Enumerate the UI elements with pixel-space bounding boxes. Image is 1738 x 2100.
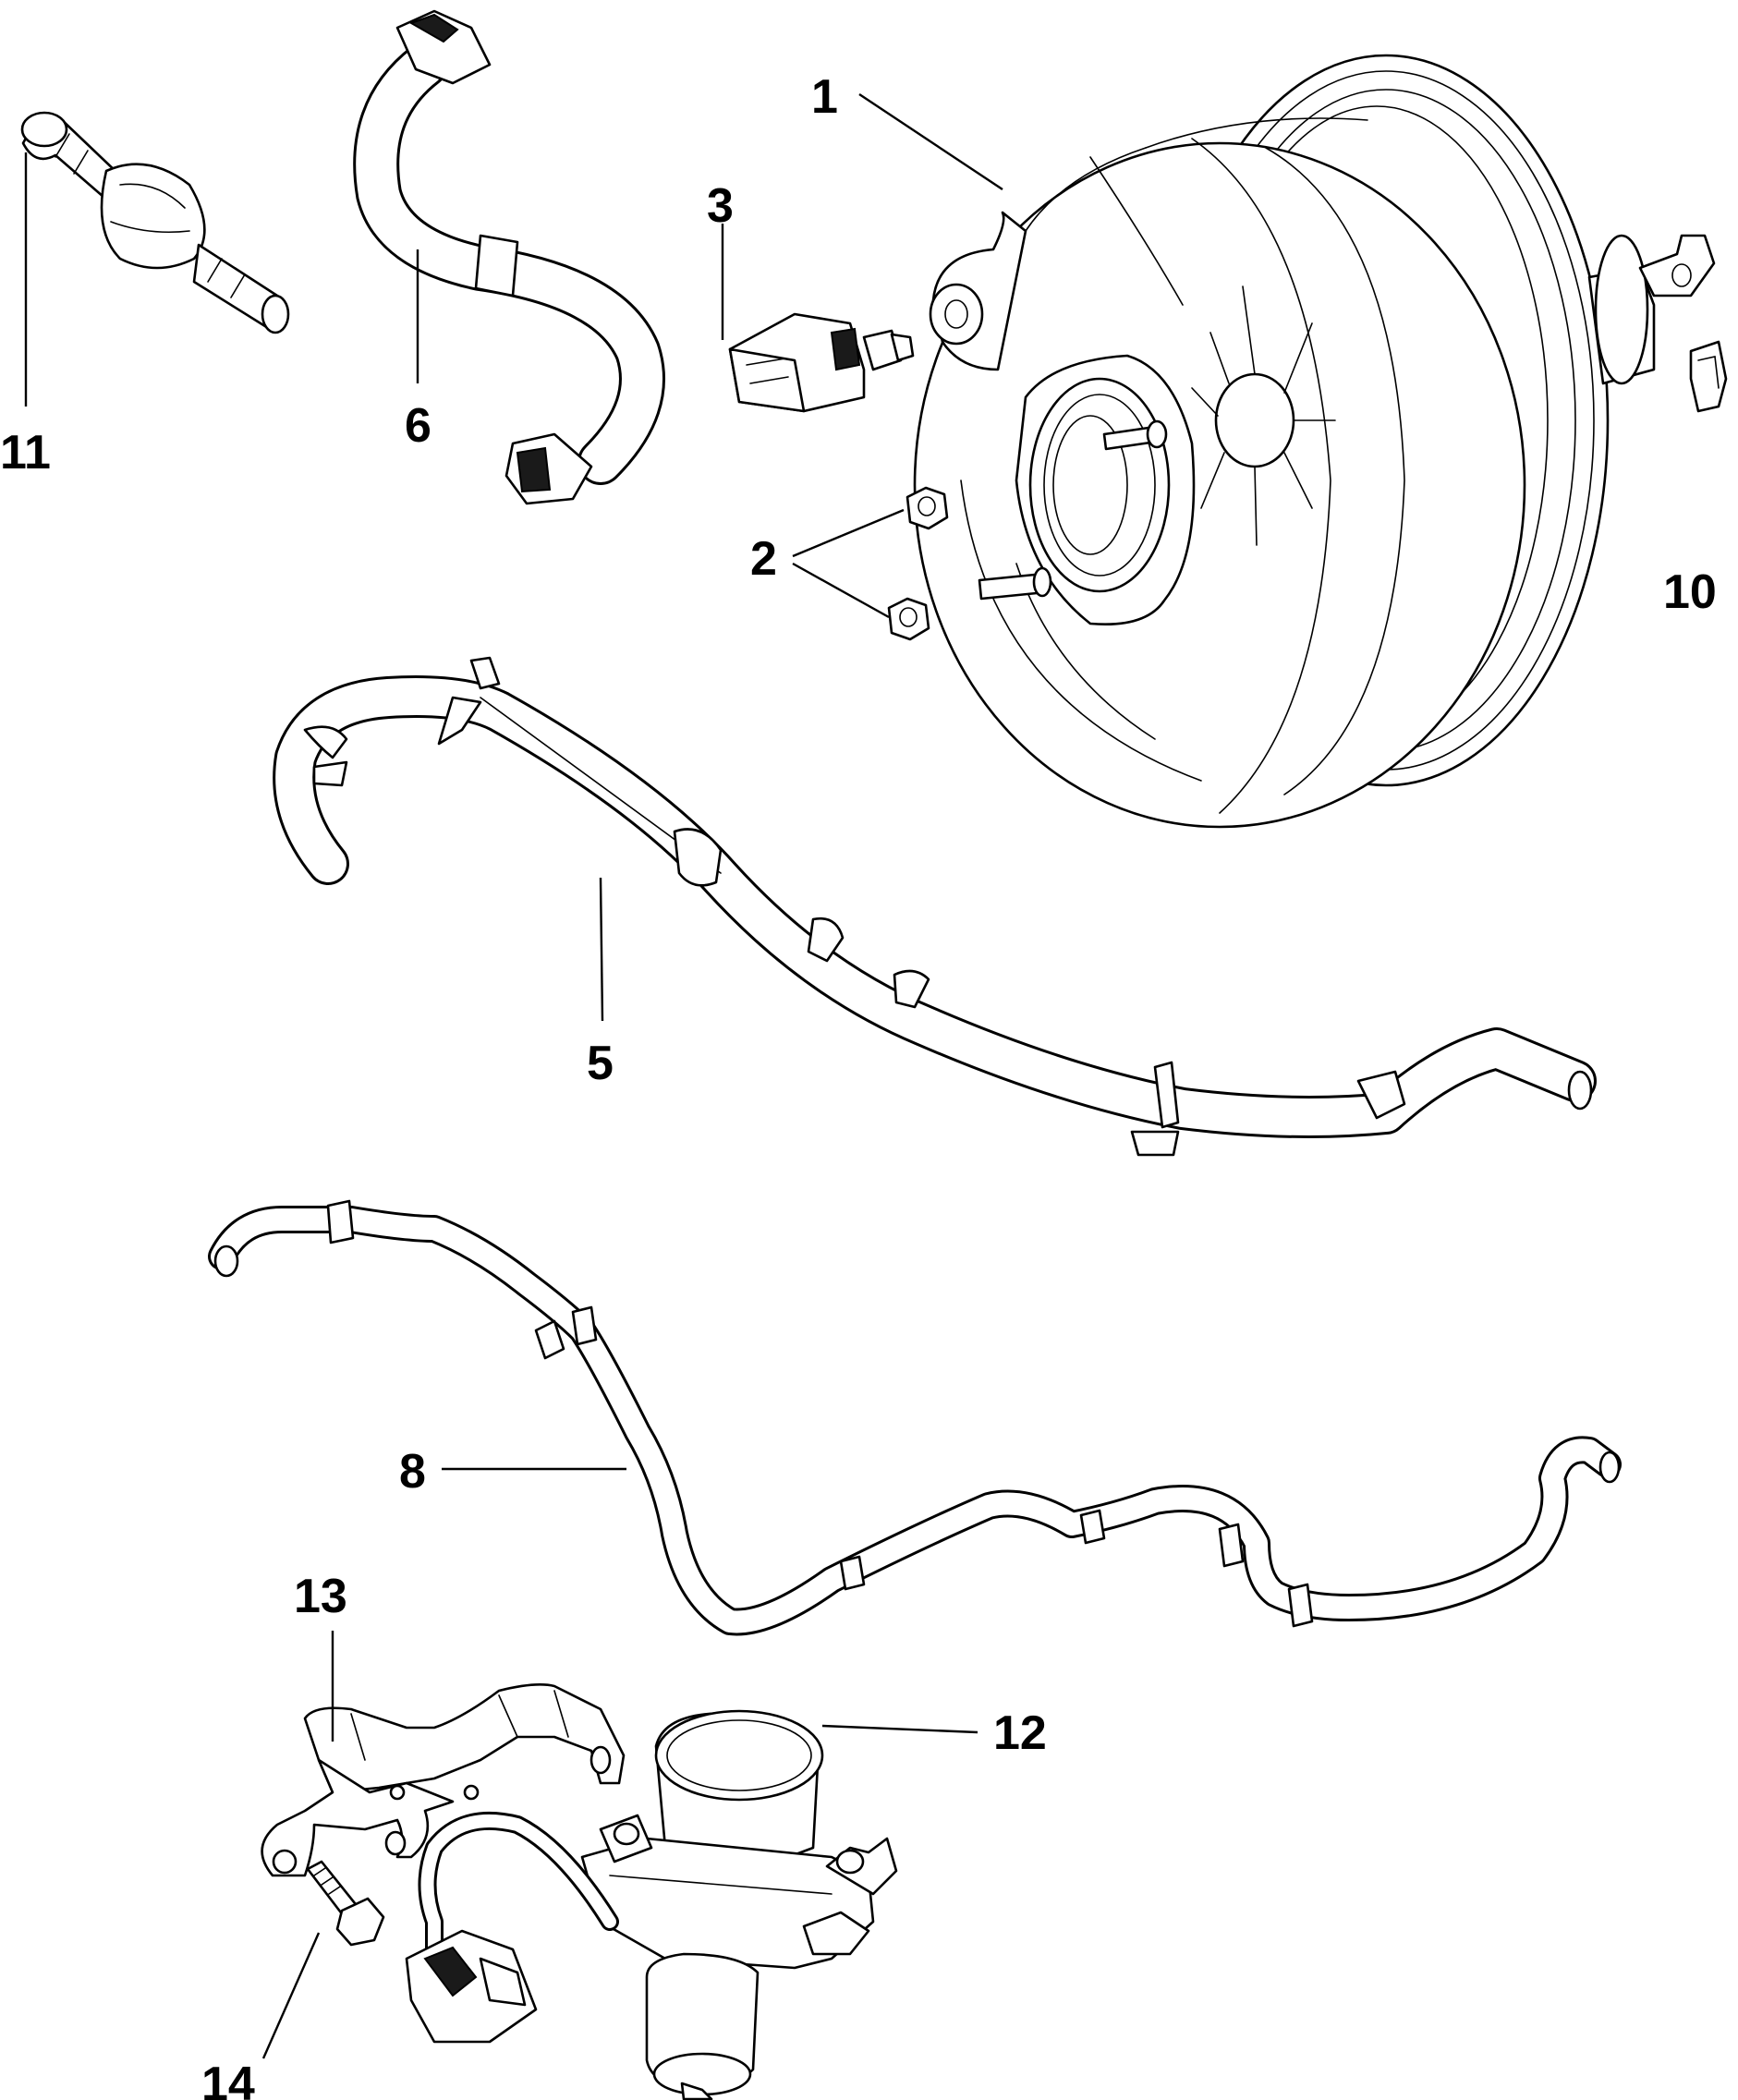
short-vacuum-hose bbox=[353, 9, 665, 505]
vacuum-sensor bbox=[728, 312, 915, 413]
retaining-clip bbox=[1689, 340, 1728, 413]
hex-nut-lower bbox=[887, 597, 930, 641]
leader-lines bbox=[24, 93, 1003, 2059]
callout-5: 5 bbox=[587, 1037, 614, 1090]
callout-2: 2 bbox=[750, 532, 777, 586]
hex-nut-upper bbox=[905, 486, 949, 530]
leader-2a bbox=[792, 508, 905, 558]
leader-12 bbox=[821, 1724, 978, 1734]
booster-pushrod bbox=[1587, 234, 1716, 385]
booster-rib-pattern bbox=[1191, 285, 1336, 546]
pump-wiring-harness bbox=[405, 1811, 619, 2044]
callout-labels: 1 2 3 5 6 8 10 11 12 13 14 bbox=[0, 70, 1717, 2100]
leader-1 bbox=[858, 93, 1003, 190]
leader-5 bbox=[599, 877, 604, 1022]
callout-11: 11 bbox=[0, 426, 51, 479]
callout-8: 8 bbox=[399, 1445, 426, 1499]
callout-13: 13 bbox=[294, 1570, 347, 1623]
vacuum-line bbox=[208, 1199, 1622, 1636]
booster-stud-upper bbox=[1102, 419, 1168, 451]
callout-3: 3 bbox=[707, 179, 734, 233]
callout-14: 14 bbox=[201, 2058, 255, 2100]
brake-booster bbox=[913, 54, 1716, 829]
mounting-bolt bbox=[306, 1860, 385, 1947]
pump-bracket bbox=[261, 1683, 626, 1877]
vacuum-pump bbox=[580, 1709, 898, 2100]
callout-10: 10 bbox=[1663, 565, 1717, 619]
callout-6: 6 bbox=[405, 399, 431, 453]
booster-stud-lower bbox=[978, 566, 1052, 601]
callout-1: 1 bbox=[811, 70, 838, 124]
leader-14 bbox=[261, 1932, 321, 2059]
check-valve bbox=[20, 111, 290, 334]
leader-2b bbox=[792, 562, 890, 619]
long-vacuum-hose bbox=[273, 656, 1597, 1157]
callout-12: 12 bbox=[993, 1706, 1047, 1760]
